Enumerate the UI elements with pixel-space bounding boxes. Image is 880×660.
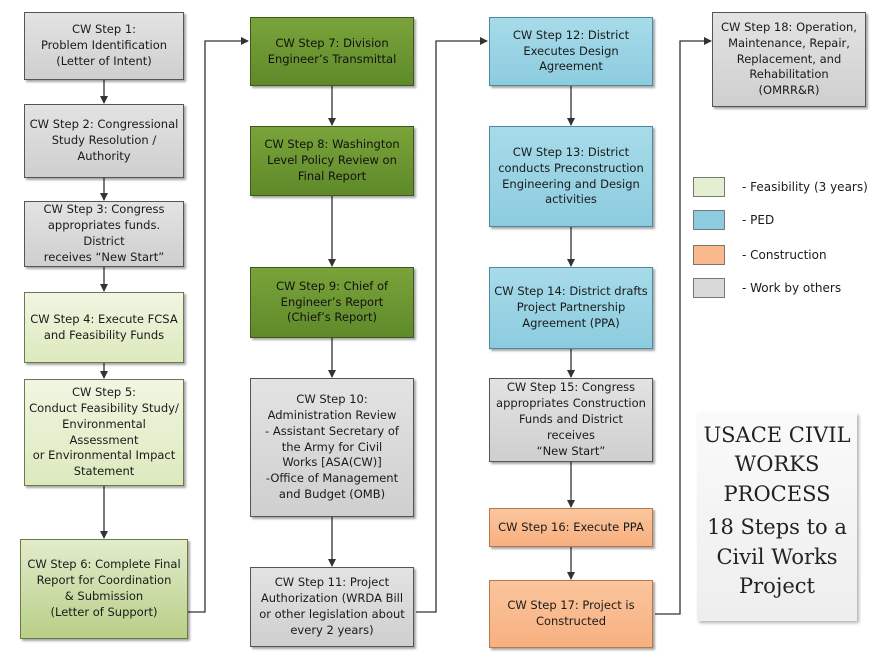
step-14-text: CW Step 14: District drafts Project Part…	[494, 284, 648, 330]
step-17-box: CW Step 17: Project is Constructed	[489, 580, 653, 648]
step-10-box: CW Step 10: Administration Review - Assi…	[250, 378, 414, 517]
step-16-text: CW Step 16: Execute PPA	[498, 519, 644, 534]
step-5-box: CW Step 5: Conduct Feasibility Study/ En…	[24, 379, 184, 486]
step-8-box: CW Step 8: Washington Level Policy Revie…	[250, 126, 414, 196]
step-2-text: CW Step 2: Congressional Study Resolutio…	[29, 117, 179, 163]
step-18-box: CW Step 18: Operation, Maintenance, Repa…	[712, 12, 866, 107]
step-7-box: CW Step 7: Division Engineer’s Transmitt…	[250, 17, 414, 86]
arrow-11-12	[416, 37, 488, 613]
title-subtitle: 18 Steps to a Civil Works Project	[707, 515, 847, 598]
legend-swatch-ped	[693, 210, 725, 230]
legend-swatch-work-by-others	[693, 278, 725, 298]
step-11-text: CW Step 11: Project Authorization (WRDA …	[259, 575, 405, 637]
step-13-text: CW Step 13: District conducts Preconstru…	[498, 144, 644, 207]
legend-label-construction: - Construction	[742, 248, 827, 262]
step-12-box: CW Step 12: District Executes Design Agr…	[489, 17, 653, 86]
arrow-6-7	[188, 37, 249, 613]
legend-label-work-by-others: - Work by others	[742, 281, 842, 295]
step-15-box: CW Step 15: Congress appropriates Constr…	[489, 378, 653, 462]
step-3-text: CW Step 3: Congress appropriates funds. …	[43, 202, 165, 264]
step-1-box: CW Step 1: Problem Identification (Lette…	[24, 12, 184, 80]
legend-label-ped: - PED	[742, 213, 775, 227]
step-9-box: CW Step 9: Chief of Engineer’s Report (C…	[250, 267, 414, 338]
arrow-17-18	[655, 37, 712, 615]
step-18-text: CW Step 18: Operation, Maintenance, Repa…	[721, 19, 857, 98]
step-2-box: CW Step 2: Congressional Study Resolutio…	[24, 104, 184, 178]
step-4-box: CW Step 4: Execute FCSA and Feasibility …	[24, 292, 184, 363]
step-9-text: CW Step 9: Chief of Engineer’s Report (C…	[275, 278, 389, 325]
step-6-text: CW Step 6: Complete Final Report for Coo…	[27, 557, 181, 619]
title-main: USACE CIVIL WORKS PROCESS	[703, 423, 851, 506]
step-7-text: CW Step 7: Division Engineer’s Transmitt…	[267, 35, 397, 66]
step-8-text: CW Step 8: Washington Level Policy Revie…	[264, 137, 400, 183]
step-17-text: CW Step 17: Project is Constructed	[507, 598, 635, 628]
title-box: USACE CIVIL WORKS PROCESS 18 Steps to a …	[697, 413, 857, 621]
step-10-text: CW Step 10: Administration Review - Assi…	[265, 391, 399, 502]
step-15-text: CW Step 15: Congress appropriates Constr…	[496, 380, 646, 458]
step-12-text: CW Step 12: District Executes Design Agr…	[512, 27, 630, 74]
step-5-text: CW Step 5: Conduct Feasibility Study/ En…	[29, 384, 179, 479]
step-13-box: CW Step 13: District conducts Preconstru…	[489, 126, 653, 227]
step-4-text: CW Step 4: Execute FCSA and Feasibility …	[30, 311, 178, 342]
step-6-box: CW Step 6: Complete Final Report for Coo…	[20, 539, 188, 639]
step-11-box: CW Step 11: Project Authorization (WRDA …	[250, 567, 414, 647]
legend-swatch-feasibility	[693, 177, 725, 197]
legend-label-feasibility: - Feasibility (3 years)	[742, 180, 868, 194]
step-1-text: CW Step 1: Problem Identification (Lette…	[40, 22, 168, 68]
step-14-box: CW Step 14: District drafts Project Part…	[489, 267, 653, 349]
step-16-box: CW Step 16: Execute PPA	[489, 508, 653, 547]
step-3-box: CW Step 3: Congress appropriates funds. …	[24, 201, 184, 267]
legend-swatch-construction	[693, 245, 725, 265]
